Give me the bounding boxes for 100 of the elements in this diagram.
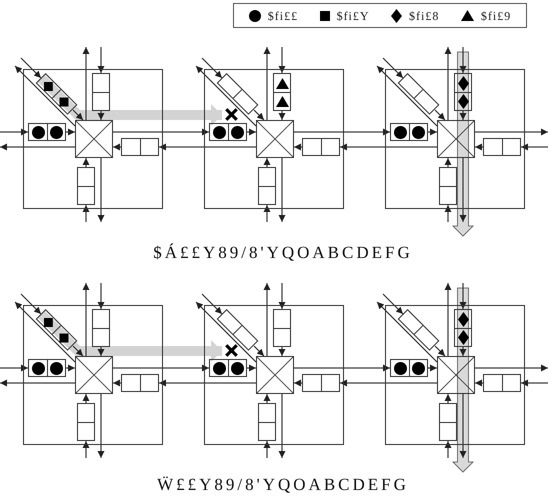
arrow [82,158,90,168]
arrow [382,294,404,314]
arrow [202,58,222,78]
arrow [444,46,452,120]
legend-label: $fi£9 [480,8,512,22]
buffer-box [217,309,259,351]
legend-label: $fi££ [268,8,298,22]
buffer-box [28,123,66,141]
arrow [20,294,42,314]
router-box [204,69,344,209]
arrow [294,144,302,150]
arrow [376,302,438,362]
arrow [82,440,90,458]
buffer-box [390,123,428,141]
buffer-box [398,73,440,115]
arrow [264,204,270,222]
router-box [385,305,525,445]
arrow [434,110,446,120]
arrow [460,394,466,458]
figure-caption: Ẅ££Y89/8'YQOABCDEFG [157,475,409,495]
arrow [474,380,484,386]
arrow [278,346,286,356]
arrow [196,66,256,126]
buffer-box [258,403,276,441]
arrow [112,364,210,372]
arrow [382,58,404,78]
arrow [0,380,76,386]
router-box [23,305,163,445]
arrow [14,302,76,362]
arrow [434,346,446,356]
arrow [254,346,264,356]
arrow [460,110,466,120]
buffer-box [454,309,472,347]
arrow [294,128,390,136]
buffer-box [439,167,457,205]
crossbar-box [437,120,475,158]
arrow [158,144,256,150]
buffer-box [121,374,159,392]
arrow [474,144,484,150]
arrow [278,158,286,222]
legend-label: $fi£Y [336,8,370,22]
arrow [82,46,90,120]
arrow [460,282,466,310]
arrow [460,46,466,74]
arrow [444,440,452,458]
arrow [460,158,466,222]
arrow [444,204,452,222]
arrow [278,110,286,120]
arrow [98,394,104,458]
buffer-box [92,309,110,347]
arrow [254,110,264,120]
buffer-box [28,359,66,377]
arrow [202,294,222,314]
arrow [376,66,438,126]
arrow [520,144,548,150]
buffer-box [77,403,95,441]
arrow [264,394,270,404]
buffer-box [209,359,247,377]
figure-caption: $Á££Y89/8'YQOABCDEFG [153,243,413,263]
arrow [82,204,90,222]
buffer-box [258,167,276,205]
route-arrow [37,310,222,362]
router-box [23,69,163,209]
buffer-box [92,73,110,111]
arrow [474,364,548,372]
route-arrow [37,74,222,126]
arrow [294,380,302,386]
arrow [246,128,256,136]
arrow [98,46,104,74]
arrow [82,394,90,404]
buffer-box [217,73,259,115]
legend-label: $fi£8 [409,8,440,22]
arrow [20,58,42,78]
arrow [112,380,122,386]
arrow [428,128,438,136]
arrow [264,46,270,120]
arrow [264,440,270,458]
arrow [444,394,452,404]
buffer-box [302,138,340,156]
buffer-box [390,359,428,377]
crossbar-box [437,356,475,394]
arrow [340,144,438,150]
arrow [14,66,76,126]
buffer-box [273,73,291,111]
arrow [196,302,256,362]
arrow [264,282,270,356]
arrow [72,346,84,356]
arrow [278,394,286,458]
buffer-box [273,309,291,347]
crossbar-box [75,120,113,158]
buffer-box [398,309,440,351]
arrow [98,346,104,356]
arrow [112,144,122,150]
arrow [474,128,548,136]
arrow [294,364,390,372]
arrow [98,158,104,222]
arrow [98,282,104,310]
arrow [444,158,452,168]
arrow [112,128,210,136]
buffer-box [209,123,247,141]
